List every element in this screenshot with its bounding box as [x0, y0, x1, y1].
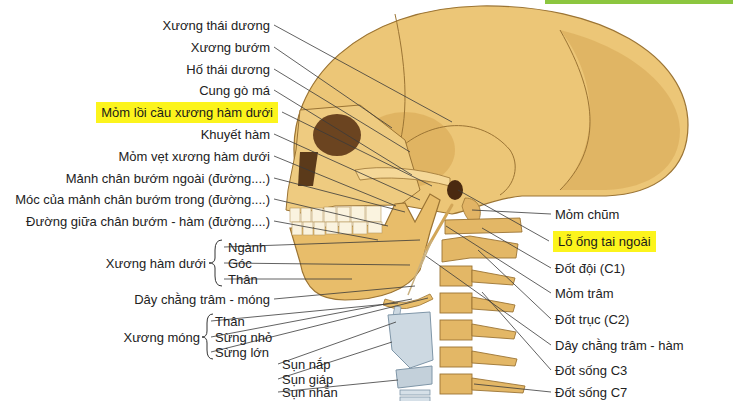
teeth: [290, 206, 382, 235]
part-label: Đốt trục (C2): [555, 312, 629, 327]
part-label: Xương móng: [124, 330, 201, 345]
cricoid-cartilage: [396, 366, 432, 388]
leader-line: [458, 190, 549, 241]
part-label: Thân: [215, 314, 245, 329]
leader-line: [274, 178, 405, 212]
part-label: Mỏm trâm: [555, 286, 614, 301]
highlighted-label: Lỗ ống tai ngoài: [558, 234, 651, 249]
nasal-aperture: [298, 152, 318, 186]
mandible: [290, 194, 440, 300]
leader-line: [282, 112, 432, 186]
part-label: Mỏm chũm: [555, 207, 619, 222]
leader-line: [474, 384, 551, 392]
highlight-box: Lỗ ống tai ngoài: [553, 231, 656, 252]
part-label: Sụn giáp: [282, 372, 333, 387]
cervical-spine: [440, 218, 525, 394]
leader-line: [274, 286, 415, 299]
part-label: Sừng nhỏ: [215, 330, 272, 345]
leader-line: [274, 221, 378, 240]
part-label: Sụn nắp: [282, 357, 330, 372]
part-label: Móc của mảnh chân bướm trong (đường....): [15, 192, 270, 207]
leader-line: [274, 69, 410, 152]
leader-line: [426, 256, 551, 345]
leader-line: [274, 90, 412, 175]
part-label: Khuyết hàm: [201, 127, 270, 142]
stylohyoid-ligament: [408, 250, 426, 295]
leader-line: [478, 250, 551, 319]
part-label: Sừng lớn: [215, 345, 269, 360]
lambdoid-suture: [560, 30, 590, 190]
leader-line: [482, 228, 551, 268]
leader-line: [224, 263, 410, 265]
leader-line: [472, 210, 551, 214]
leader-line: [274, 25, 452, 122]
thyroid-cartilage: [388, 312, 433, 368]
part-label: Mỏm vẹt xương hàm dưới: [119, 149, 271, 164]
part-label: Mảnh chân bướm ngoài (đường....): [66, 171, 270, 186]
part-label: Hố thái dương: [186, 62, 270, 77]
ear-canal: [447, 180, 463, 200]
leader-line: [274, 199, 388, 226]
stylomandibular-ligament: [420, 240, 432, 268]
leader-line: [446, 226, 551, 293]
maxilla: [286, 105, 420, 213]
part-label: Đường giữa chân bướm - hàm (đường....): [26, 214, 270, 229]
highlight-box: Mỏm lồi cầu xương hàm dưới: [96, 102, 278, 123]
leader-line: [274, 47, 392, 128]
leader-line: [482, 292, 551, 370]
part-label: Đốt đội (C1): [555, 261, 625, 276]
part-label: Dây chằng trâm - móng: [134, 292, 270, 307]
part-label: Đốt sống C3: [555, 363, 627, 378]
part-label: Xương thái dương: [163, 18, 270, 33]
part-label: Sụn nhẫn: [282, 385, 338, 400]
leader-line: [274, 134, 420, 200]
trachea: [400, 390, 430, 401]
cranium-shade: [560, 30, 680, 190]
hyoid: [383, 294, 433, 309]
leader-line: [274, 156, 396, 206]
part-label: Đốt sống C7: [555, 385, 627, 400]
bracket: [209, 240, 222, 286]
part-label: Dây chằng trâm - hàm: [555, 338, 684, 353]
part-label: Cung gò má: [199, 83, 270, 98]
orbit: [313, 114, 361, 156]
part-label: Thân: [228, 272, 258, 287]
part-label: Xương bướm: [191, 40, 270, 55]
part-label: Góc: [228, 256, 252, 271]
part-label: Xương hàm dưới: [106, 256, 206, 271]
top-bar: [545, 0, 733, 4]
coronal-suture: [395, 14, 405, 150]
highlighted-label: Mỏm lồi cầu xương hàm dưới: [101, 105, 273, 120]
part-label: Ngành: [228, 240, 266, 255]
